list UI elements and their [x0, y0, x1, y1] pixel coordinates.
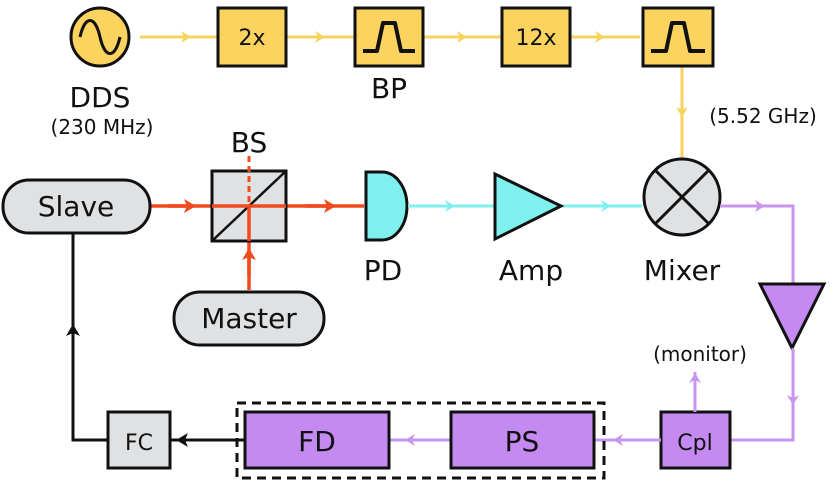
if-amplifier	[757, 282, 827, 352]
phase-shifter-box	[449, 410, 596, 470]
mixer-label: Mixer	[644, 254, 721, 287]
optical-section: Slave Master BS PD Amp Mixer	[1, 126, 722, 347]
beam-splitter-label: BS	[231, 126, 268, 159]
master-laser	[172, 290, 326, 347]
bandpass-icon	[363, 21, 415, 53]
bandpass-label: BP	[371, 72, 407, 105]
multiplier-2x-box	[216, 6, 288, 68]
fd-label: FD	[298, 425, 336, 458]
bandpass-icon	[651, 21, 705, 53]
fc-box	[106, 410, 172, 470]
control-path: FC	[66, 233, 245, 470]
bandpass-filter-1	[353, 6, 425, 68]
sine-icon	[78, 19, 122, 55]
feedback-section: Cpl (monitor) PS FD	[235, 200, 827, 480]
dds-label: DDS	[70, 81, 131, 114]
phase-shifter-label: PS	[505, 425, 540, 458]
photodiode	[364, 170, 409, 242]
monitor-label: (monitor)	[653, 342, 747, 366]
slave-laser	[1, 178, 152, 235]
amplifier	[493, 171, 565, 242]
multiplier-12x-box	[500, 6, 572, 68]
multiplier-12x-label: 12x	[515, 26, 556, 51]
control-line	[71, 233, 108, 442]
multiplier-2x-label: 2x	[238, 26, 265, 51]
photodiode-label: PD	[364, 254, 402, 287]
if-line	[720, 204, 795, 284]
coupler-label: Cpl	[677, 431, 712, 456]
amplifier-label: Amp	[499, 254, 563, 287]
lo-frequency-label: (5.52 GHz)	[709, 104, 817, 128]
mixer	[642, 157, 722, 237]
fc-label: FC	[125, 431, 153, 456]
dds-source	[69, 6, 131, 68]
slave-label: Slave	[38, 190, 115, 223]
master-label: Master	[201, 302, 297, 335]
bandpass-filter-2	[641, 6, 715, 68]
rf-reference-chain: DDS (230 MHz) 2x BP 12x (5.52 GHz)	[51, 6, 817, 160]
dds-frequency-label: (230 MHz)	[51, 115, 154, 139]
beam-splitter	[210, 156, 288, 243]
